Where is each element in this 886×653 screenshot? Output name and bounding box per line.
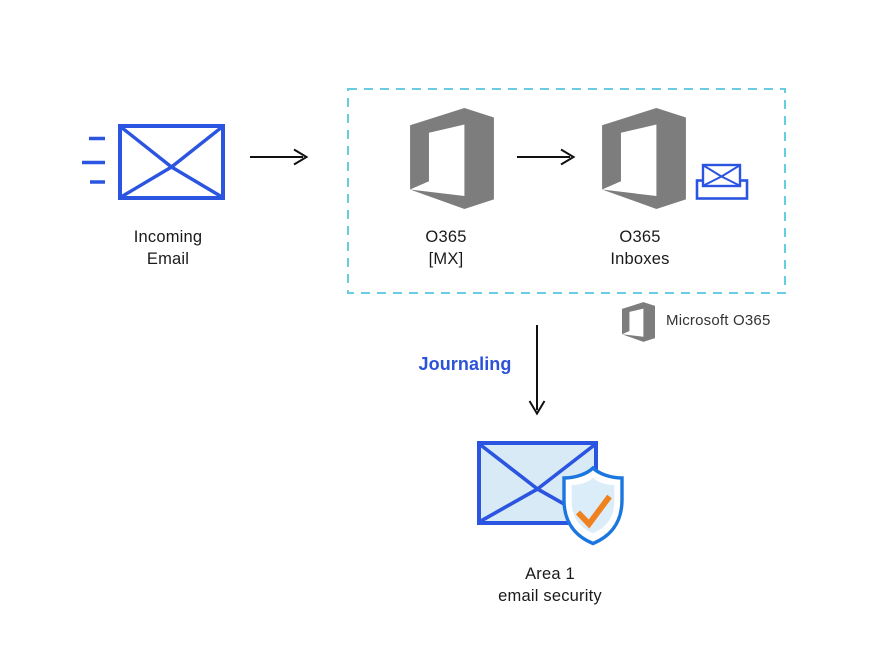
tray-envelope-folds	[702, 164, 741, 187]
o365-mx-label: O365 [MX]	[425, 228, 467, 268]
legend-label: Microsoft O365	[666, 312, 771, 329]
incoming-email-icon	[82, 124, 225, 200]
incoming-email-label: Incoming Email	[133, 228, 203, 268]
shield-check-icon	[562, 466, 624, 546]
arrow-mx-to-inboxes	[517, 148, 576, 166]
inbox-tray-icon	[695, 163, 749, 200]
journaling-label: Journaling	[418, 354, 512, 374]
o365-inboxes-logo	[602, 108, 686, 209]
arrow-incoming-to-o365	[250, 148, 309, 166]
o365-inboxes-label: O365 Inboxes	[610, 228, 670, 268]
area1-security-icon	[477, 441, 624, 546]
check-mark	[575, 494, 612, 529]
area1-label: Area 1 email security	[498, 565, 602, 605]
o365-mx-logo	[410, 108, 494, 209]
legend-o365-logo	[622, 302, 655, 342]
speed-lines	[82, 136, 105, 184]
envelope-folds	[119, 125, 224, 199]
arrow-journaling-down	[528, 325, 546, 416]
